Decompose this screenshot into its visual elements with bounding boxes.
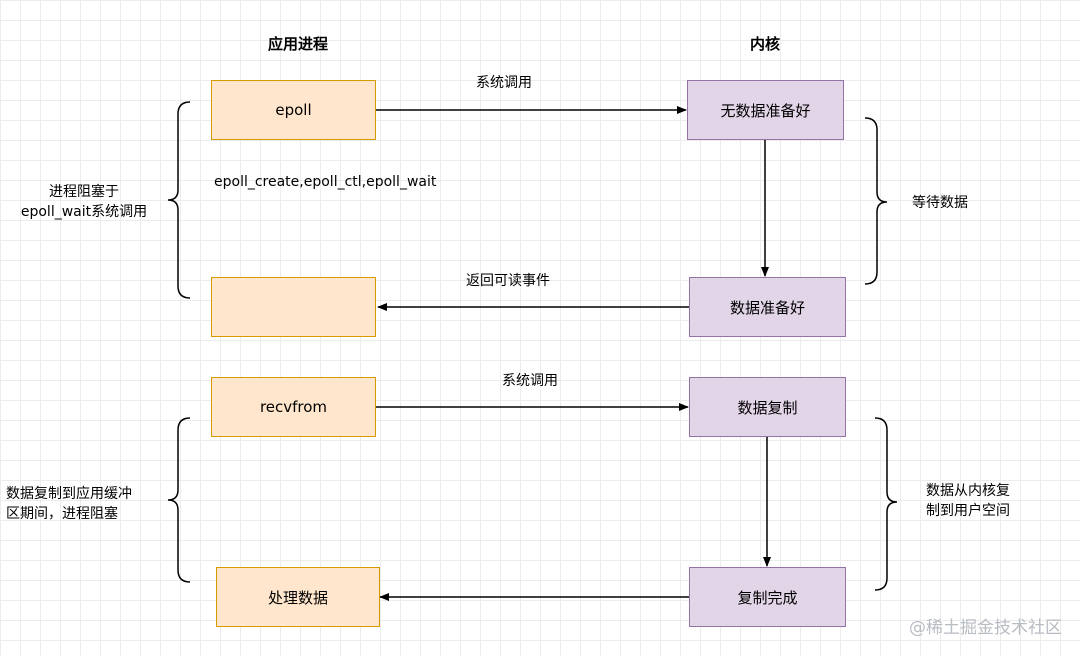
epoll-return-box [211,277,376,337]
waiting-for-data-label: 等待数据 [912,195,968,211]
no-data-ready-box: 无数据准备好 [687,80,844,140]
syscall-label-2: 系统调用 [502,373,558,389]
return-readable-event-label: 返回可读事件 [466,273,550,289]
blocked-on-epoll-wait-label: 进程阻塞于 epoll_wait系统调用 [20,184,148,220]
left-brace-2 [167,417,191,583]
data-ready-box: 数据准备好 [689,277,846,337]
right-brace-2 [874,417,898,591]
right-brace-1 [864,117,888,285]
blocked-during-copy-label: 数据复制到应用缓冲 区期间，进程阻塞 [6,486,132,522]
process-data-box: 处理数据 [216,567,380,627]
copy-kernel-to-user-label: 数据从内核复 制到用户空间 [926,483,1010,519]
syscall-label-1: 系统调用 [476,75,532,91]
watermark: @稀土掘金技术社区 [909,618,1062,638]
epoll-functions-label: epoll_create,epoll_ctl,epoll_wait [214,174,437,190]
recvfrom-box: recvfrom [211,377,376,437]
app-process-header: 应用进程 [267,35,328,53]
data-copy-box: 数据复制 [689,377,846,437]
left-brace-1 [167,101,191,299]
copy-complete-box: 复制完成 [689,567,846,627]
epoll-box: epoll [211,80,376,140]
kernel-header: 内核 [749,35,780,53]
